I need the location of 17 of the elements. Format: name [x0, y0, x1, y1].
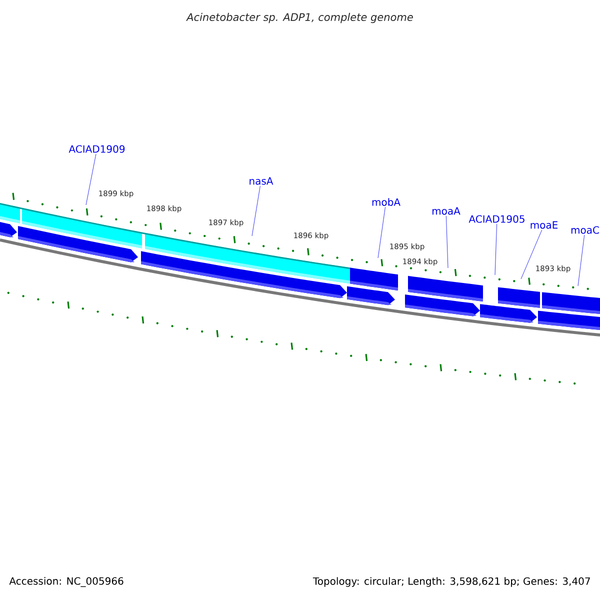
gene-label: moaE — [530, 221, 558, 229]
gene-label: nasA — [250, 177, 274, 185]
gene-label: mobA — [372, 198, 400, 206]
gene-label: ACIAD1905 — [468, 215, 524, 223]
leader-line — [494, 224, 498, 276]
leader-line — [252, 186, 260, 236]
leader-line — [578, 234, 585, 286]
leader-line — [446, 216, 448, 268]
gene-label: moaC — [571, 226, 599, 234]
accession-text: Accession: NC_005966 — [9, 577, 124, 587]
leader-line — [520, 230, 542, 280]
title: Acinetobacter sp. ADP1, complete genome — [186, 12, 413, 24]
leader-line — [86, 154, 96, 206]
genome-stats: Topology: circular; Length: 3,598,621 bp; Genes: 3,407 — [312, 577, 590, 587]
gene-label: moaA — [432, 207, 460, 215]
leader-line — [378, 206, 386, 258]
gene-label: ACIAD1909 — [68, 145, 125, 153]
